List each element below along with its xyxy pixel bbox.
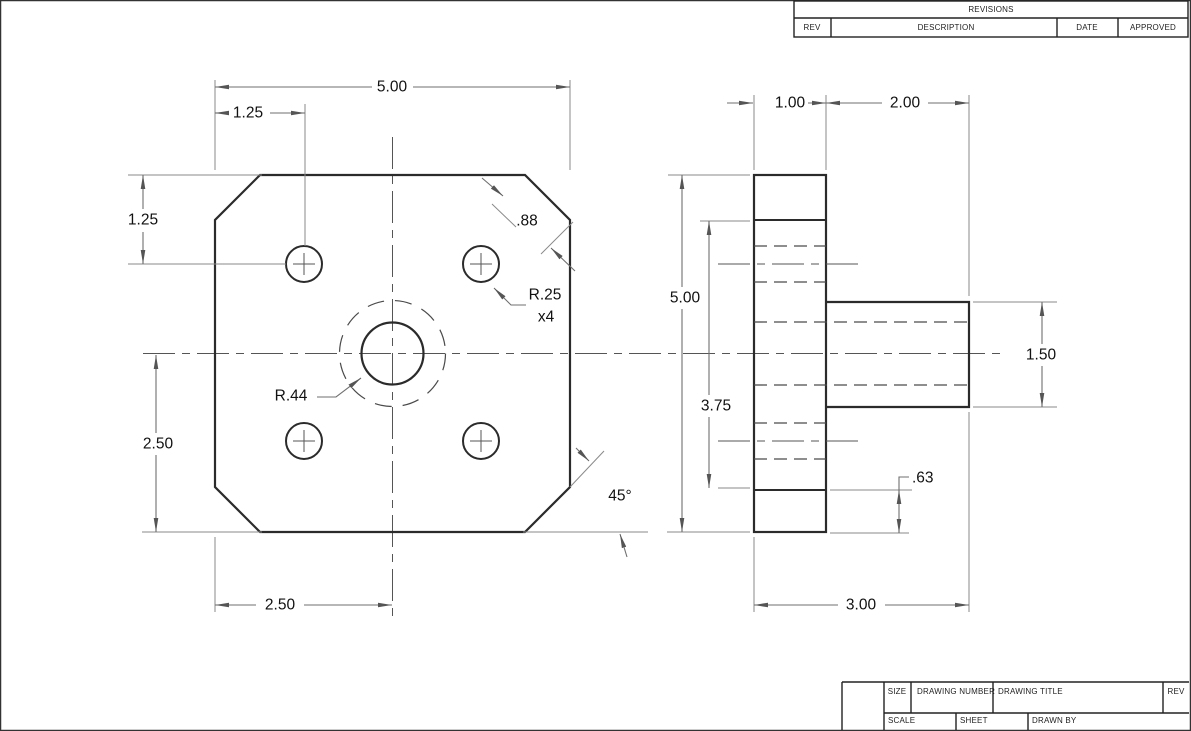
svg-text:1.25: 1.25	[233, 105, 263, 122]
dim-chamfer-height: .63	[896, 470, 934, 533]
dim-chamfer-length: .88	[481, 177, 576, 272]
svg-text:5.00: 5.00	[670, 290, 701, 307]
svg-text:R.25: R.25	[529, 287, 562, 304]
dim-boss-diameter: 1.50	[1026, 302, 1057, 407]
svg-text:3.75: 3.75	[701, 398, 731, 415]
titleblock-drawn-by-label: DRAWN BY	[1032, 716, 1077, 725]
dim-center-offset-x: 2.50	[215, 597, 392, 614]
svg-text:2.50: 2.50	[143, 436, 174, 453]
hole-top-right	[462, 245, 500, 283]
label-center-hole-radius: R.44	[275, 377, 362, 405]
center-hole	[360, 321, 425, 386]
dim-boss-length: 2.00	[826, 95, 969, 112]
dim-plate-thickness: 1.00	[727, 95, 826, 112]
dim-total-depth: 3.00	[754, 597, 969, 614]
hole-bottom-left	[285, 422, 323, 460]
revisions-title: REVISIONS	[968, 5, 1013, 14]
revisions-col-description: DESCRIPTION	[918, 23, 975, 32]
dim-front-width: 5.00	[215, 79, 570, 96]
titleblock-drawing-number-label: DRAWING NUMBER	[917, 687, 995, 696]
svg-text:R.44: R.44	[275, 388, 308, 405]
svg-text:1.00: 1.00	[775, 95, 806, 112]
hole-top-left	[285, 245, 323, 283]
front-view: 5.00 1.25 1.25 2.50 2.50	[128, 79, 1005, 617]
title-block: SIZE DRAWING NUMBER DRAWING TITLE REV SC…	[841, 681, 1189, 730]
svg-text:45°: 45°	[608, 488, 631, 505]
revisions-table: REVISIONS REV DESCRIPTION DATE APPROVED	[793, 0, 1189, 38]
revisions-col-rev: REV	[803, 23, 821, 32]
titleblock-scale-label: SCALE	[888, 716, 915, 725]
svg-text:2.50: 2.50	[265, 597, 296, 614]
svg-text:.88: .88	[516, 213, 538, 230]
svg-text:1.50: 1.50	[1026, 347, 1057, 364]
svg-text:.63: .63	[912, 470, 934, 487]
dim-hole-offset-y: 1.25	[128, 175, 158, 264]
titleblock-drawing-title-label: DRAWING TITLE	[998, 687, 1063, 696]
hole-bottom-right	[462, 422, 500, 460]
svg-text:1.25: 1.25	[128, 212, 158, 229]
titleblock-size-label: SIZE	[888, 687, 907, 696]
dim-side-height: 5.00	[670, 175, 701, 532]
svg-text:3.00: 3.00	[846, 597, 877, 614]
svg-text:2.00: 2.00	[890, 95, 921, 112]
titleblock-sheet-label: SHEET	[960, 716, 988, 725]
revisions-col-approved: APPROVED	[1130, 23, 1176, 32]
titleblock-rev-label: REV	[1167, 687, 1185, 696]
dim-between-chamfers: 3.75	[701, 221, 731, 488]
svg-text:x4: x4	[538, 309, 555, 326]
svg-text:5.00: 5.00	[377, 79, 408, 96]
hidden-boss-circle	[338, 299, 447, 408]
dim-chamfer-angle: 45°	[575, 447, 632, 558]
dim-center-offset-y: 2.50	[143, 355, 174, 532]
revisions-col-date: DATE	[1076, 23, 1098, 32]
dim-hole-offset-x: 1.25	[215, 105, 305, 122]
label-hole-radius: R.25 x4	[493, 287, 562, 326]
boss-outline	[826, 300, 971, 409]
side-plate-outline	[752, 173, 828, 534]
side-view: 1.00 2.00 5.00 3.75 1.50	[667, 95, 1057, 614]
